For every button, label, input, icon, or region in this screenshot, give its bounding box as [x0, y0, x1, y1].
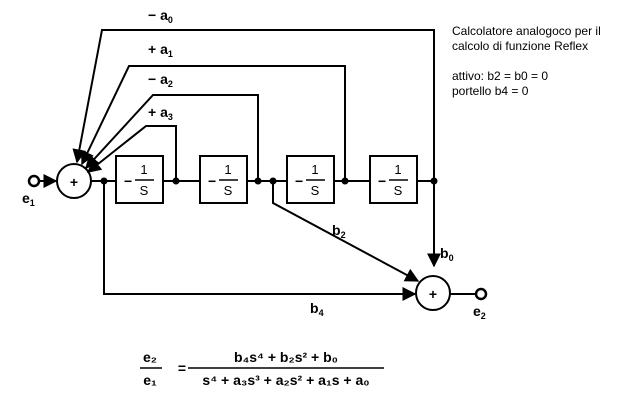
formula-denominator: s⁴ + a₃s³ + a₂s² + a₁s + a₀	[202, 372, 369, 388]
svg-text:1: 1	[394, 162, 401, 177]
coeff-label-b4: b4	[310, 300, 324, 318]
svg-text:−: −	[208, 173, 216, 189]
input-terminal	[27, 174, 41, 188]
svg-text:S: S	[140, 183, 149, 198]
description-note: Calcolatore analogoco per il calcolo di …	[452, 24, 601, 99]
note-line-1: Calcolatore analogoco per il	[452, 24, 601, 38]
sum-sign-output: +	[429, 286, 437, 302]
output-terminal	[474, 287, 488, 301]
formula-equals: =	[178, 360, 186, 376]
svg-text:−: −	[295, 173, 303, 189]
coeff-label-a2: − a2	[148, 71, 173, 89]
coeff-label-a0: − a0	[148, 7, 173, 25]
svg-text:S: S	[311, 183, 320, 198]
coeff-label-a3: + a3	[148, 104, 173, 122]
formula-lhs-numerator: e₂	[143, 349, 157, 365]
input-label: e1	[22, 190, 35, 208]
svg-text:−: −	[378, 173, 386, 189]
feedback-a1	[81, 65, 346, 181]
svg-text:S: S	[224, 183, 233, 198]
path-b4	[103, 181, 417, 301]
formula-numerator: b₄s⁴ + b₂s² + b₀	[234, 349, 338, 365]
formula-lhs-denominator: e₁	[143, 372, 157, 388]
feedback-a3	[86, 125, 177, 181]
transfer-function: e₂ e₁ = b₄s⁴ + b₂s² + b₀ s⁴ + a₃s³ + a₂s…	[140, 349, 384, 388]
coeff-label-b2: b2	[332, 222, 346, 240]
integrator-block-4: − 1 S	[369, 155, 418, 204]
feedback-a2	[85, 94, 259, 181]
integrator-block-2: − 1 S	[199, 155, 248, 204]
svg-text:1: 1	[140, 162, 147, 177]
note-line-4: portello b4 = 0	[452, 84, 529, 98]
integrator-block-3: − 1 S	[286, 155, 335, 204]
feedback-a0	[72, 29, 435, 181]
integrator-block-1: − 1 S	[115, 155, 164, 204]
coeff-label-a1: + a1	[148, 41, 173, 59]
sum-sign-input: +	[70, 174, 78, 190]
svg-text:S: S	[394, 183, 403, 198]
path-b2	[272, 181, 420, 282]
svg-text:1: 1	[224, 162, 231, 177]
output-label: e2	[473, 303, 486, 321]
coeff-label-b0: b0	[440, 245, 454, 263]
svg-text:1: 1	[311, 162, 318, 177]
svg-text:−: −	[124, 173, 132, 189]
note-line-2: calcolo di funzione Reflex	[452, 39, 589, 53]
note-line-3: attivo: b2 = b0 = 0	[452, 69, 549, 83]
